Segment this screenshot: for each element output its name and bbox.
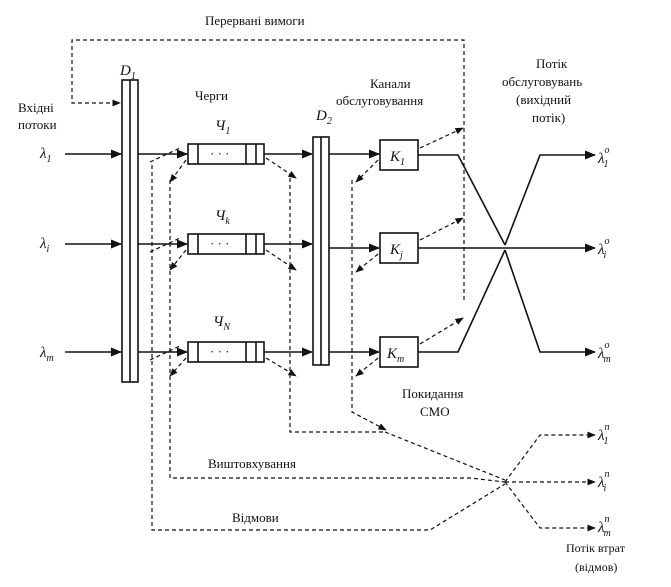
svg-text:λi: λi: [39, 236, 50, 255]
channel-kj: Kj: [379, 232, 419, 264]
channel-k1: K1: [379, 139, 419, 171]
input-flow-1: λ1: [39, 146, 123, 165]
svg-text:Km: Km: [386, 346, 404, 365]
service-flow-label-3: (вихідний: [516, 92, 571, 107]
queues-label: Черги: [195, 88, 228, 103]
svg-text:Kj: Kj: [389, 242, 403, 261]
leaving-label-2: СМО: [420, 404, 450, 419]
queue-n: ЧN · · ·: [187, 314, 265, 363]
loss-output-paths: [504, 431, 596, 532]
refusals-path: [149, 147, 506, 531]
interrupted-requests-path: [71, 39, 465, 345]
service-flow-label-2: обслуговувань: [502, 74, 582, 89]
loss-flow-label-1: Потік втрат: [566, 541, 626, 555]
svg-text:λm: λm: [39, 345, 54, 364]
svg-text:Чk: Чk: [215, 208, 230, 227]
svg-text:λ1: λ1: [39, 146, 52, 165]
service-output-paths: [418, 150, 597, 357]
input-flow-i: λi: [39, 236, 123, 255]
refusals-label: Відмови: [232, 510, 279, 525]
distributor-d2-label: D2: [315, 108, 332, 127]
input-flows-label-2: потоки: [18, 117, 57, 132]
leaving-system-paths: [265, 157, 506, 481]
pushing-out-label: Виштовхування: [208, 456, 296, 471]
loss-flow-label-2: (відмов): [575, 560, 617, 574]
channels-label-2: обслуговування: [336, 93, 423, 108]
service-flow-label-4: потік): [532, 110, 565, 125]
input-flows-label-1: Вхідні: [18, 100, 54, 115]
channels-label-1: Канали: [370, 76, 411, 91]
distributor-d1-label: D1: [119, 63, 136, 82]
svg-text:· · ·: · · ·: [210, 146, 230, 161]
queue-1: Ч1 · · ·: [187, 118, 265, 165]
svg-text:· · ·: · · ·: [210, 236, 230, 251]
leaving-label-1: Покидання: [402, 386, 463, 401]
queue-k: Чk · · ·: [187, 208, 265, 255]
svg-text:Ч1: Ч1: [215, 118, 230, 137]
svg-text:ЧN: ЧN: [213, 314, 231, 333]
pushing-out-path: [169, 159, 506, 483]
svg-text:K1: K1: [389, 149, 405, 168]
input-flow-m: λm: [39, 345, 123, 364]
svg-text:· · ·: · · ·: [210, 344, 230, 359]
rejected-requests-label: Перервані вимоги: [205, 13, 305, 28]
service-flow-label-1: Потік: [536, 56, 568, 71]
d2-return-paths: [351, 159, 387, 431]
channel-km: Km: [379, 336, 419, 368]
